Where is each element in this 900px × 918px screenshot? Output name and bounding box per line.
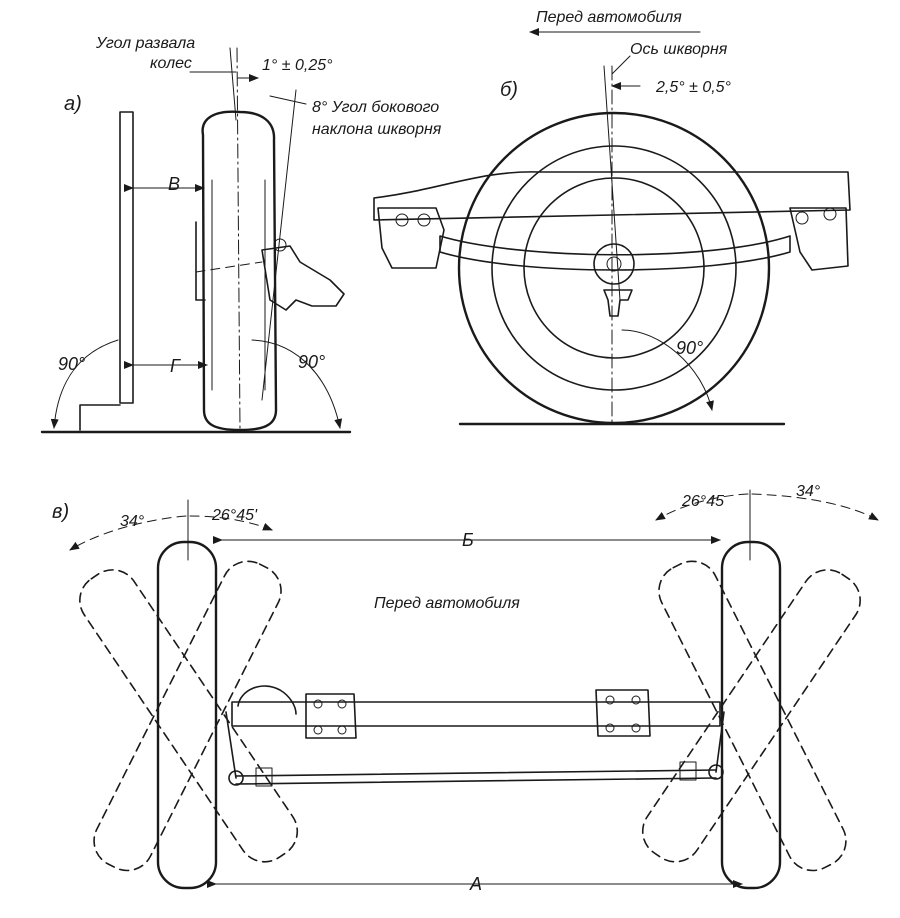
rim bbox=[523, 177, 705, 359]
kingpin-incl-2: наклона шкворня bbox=[312, 121, 442, 138]
right-wheel-turned-out bbox=[641, 569, 861, 863]
steering-arm-right bbox=[715, 711, 725, 773]
axle-beam bbox=[231, 701, 721, 727]
view-a-label: а) bbox=[64, 93, 82, 115]
kingpin-axis-label: Ось шкворня bbox=[630, 41, 728, 58]
view-b-label: б) bbox=[500, 79, 518, 101]
arc-26-right bbox=[655, 493, 749, 521]
angle-34-left: 34° bbox=[120, 513, 145, 530]
wheel-section-a bbox=[201, 110, 278, 432]
frame-rail bbox=[373, 171, 851, 221]
kingpin-leader bbox=[269, 95, 307, 105]
wheel-center-line bbox=[236, 47, 241, 431]
view-a-camber: а) В Г 90° 90° Угол развала колес 1° ± 0… bbox=[40, 35, 442, 434]
arc-90-mid bbox=[251, 339, 343, 429]
spring-bracket-rear bbox=[789, 207, 849, 271]
spindle-axis bbox=[195, 261, 263, 273]
hub bbox=[593, 243, 635, 285]
kingpin-incl-line bbox=[261, 89, 297, 401]
dim-v-label: В bbox=[168, 174, 180, 194]
kingpin-axis-leader bbox=[611, 55, 631, 75]
left-wheel-turned-out bbox=[79, 569, 299, 863]
view-v-label: в) bbox=[52, 501, 69, 523]
angle-90-b: 90° bbox=[676, 338, 703, 358]
spring-pad-left bbox=[305, 693, 357, 739]
tie-rod-end-right bbox=[708, 764, 724, 780]
left-wheel-turned-in bbox=[93, 560, 282, 872]
dim-g-label: Г bbox=[170, 356, 181, 376]
support-foot bbox=[79, 404, 121, 431]
camber-title-2: колес bbox=[150, 55, 192, 72]
leaf-spring bbox=[439, 235, 791, 271]
angle-26-left: 26°45' bbox=[211, 507, 258, 524]
tire-inner bbox=[491, 145, 737, 391]
camber-title-1: Угол развала bbox=[95, 35, 195, 52]
steering-arm-left bbox=[225, 711, 237, 779]
right-wheel-turned-in bbox=[658, 560, 847, 872]
brake-drum-a bbox=[195, 221, 206, 301]
angle-90-left: 90° bbox=[58, 354, 85, 374]
right-wheel-straight bbox=[720, 540, 782, 890]
kingpin-incl-1: 8° Угол бокового bbox=[312, 99, 439, 116]
spring-pad-right bbox=[595, 689, 651, 737]
dim-b-label: Б bbox=[462, 530, 474, 550]
arc-90-left bbox=[50, 339, 119, 429]
view-b-caster: б) Перед автомобиля Ось шкворня 2,5° ± 0… bbox=[373, 9, 851, 426]
camber-value: 1° ± 0,25° bbox=[262, 57, 333, 74]
angle-26-right: 26°45 bbox=[681, 493, 724, 510]
arc-90-b bbox=[621, 329, 714, 411]
camber-line bbox=[229, 47, 237, 121]
vehicle-front-top: Перед автомобиля bbox=[536, 9, 682, 26]
dim-a-label: А bbox=[469, 874, 482, 894]
brake-hose bbox=[237, 685, 297, 715]
angle-90-mid: 90° bbox=[298, 352, 325, 372]
view-v-steering: в) bbox=[52, 483, 879, 894]
tie-rod-end-left bbox=[228, 770, 244, 786]
support-post bbox=[119, 111, 134, 404]
arc-26-left bbox=[189, 515, 273, 531]
caster-value: 2,5° ± 0,5° bbox=[655, 79, 732, 96]
angle-34-right: 34° bbox=[796, 483, 821, 500]
kingpin-boss bbox=[273, 238, 287, 252]
vehicle-front-bottom: Перед автомобиля bbox=[374, 595, 520, 612]
wheel-rim-lines bbox=[211, 179, 266, 391]
knuckle-arm-b bbox=[603, 289, 633, 317]
hub-center bbox=[606, 256, 622, 272]
left-wheel-straight bbox=[156, 540, 218, 890]
steering-knuckle bbox=[261, 245, 345, 311]
spring-bracket-front bbox=[377, 207, 445, 269]
arc-34-left bbox=[69, 515, 187, 551]
arc-34-right bbox=[751, 493, 879, 521]
tie-rod bbox=[235, 769, 717, 777]
tire-outer bbox=[457, 111, 771, 425]
kingpin-axis-line bbox=[603, 65, 621, 301]
